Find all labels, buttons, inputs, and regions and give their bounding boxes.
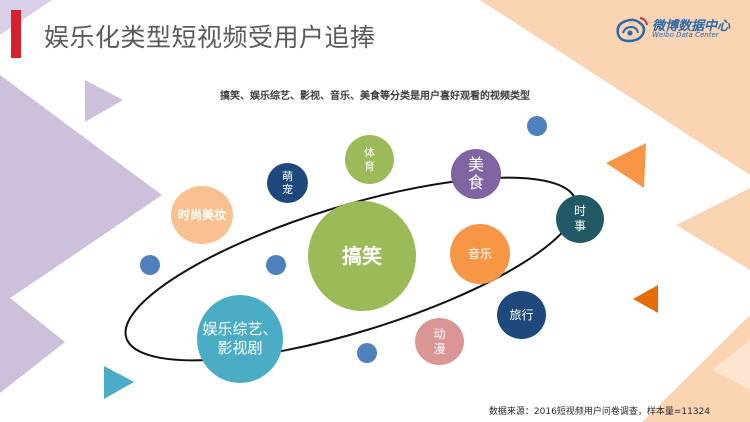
bubble-mengchong: 萌 宠 — [267, 163, 308, 203]
teal-triangle — [104, 366, 134, 399]
bubble-dongman: 动 漫 — [415, 318, 464, 365]
peach-triangle-bottom-inner — [712, 340, 750, 390]
bubble-yinyue: 音乐 — [450, 224, 510, 284]
peach-triangle-bottom — [642, 315, 750, 422]
orange-triangle-1 — [606, 143, 646, 188]
decor-dot — [266, 255, 286, 275]
decor-dot — [527, 116, 547, 136]
bubble-shishang-meizhuang: 时尚美妆 — [171, 186, 233, 244]
decor-dot — [140, 255, 160, 275]
title-accent-bar — [11, 10, 21, 58]
bubble-yule-yingshi: 娱乐综艺、 影视剧 — [197, 295, 283, 383]
page-title: 娱乐化类型短视频受用户追捧 — [44, 23, 376, 52]
logo-subtext: Weibo Data Center — [652, 31, 719, 39]
lilac-triangle-left-small — [85, 80, 123, 122]
weibo-data-center-logo: 微博数据中心 Weibo Data Center — [612, 14, 736, 44]
orange-triangle-2 — [633, 285, 658, 313]
data-source-note: 数据来源：2016短视频用户问卷调查，样本量=11324 — [488, 407, 710, 417]
peach-triangle-right-mid — [676, 188, 750, 270]
logo-text: 微博数据中心 — [652, 19, 731, 34]
bubble-tiyu: 体 育 — [345, 135, 394, 184]
diagram-subtitle: 搞笑、娱乐综艺、影视、音乐、美食等分类是用户喜好观看的视频类型 — [220, 91, 530, 102]
lilac-triangle-left-large — [0, 75, 162, 305]
decor-dot — [357, 343, 377, 363]
weibo-eye-icon — [616, 17, 648, 43]
lilac-triangle-bottom — [0, 290, 65, 393]
peach-triangle-top — [480, 0, 750, 175]
bubble-meishi: 美 食 — [451, 149, 501, 199]
bubble-lvxing: 旅行 — [497, 291, 546, 339]
bubble-gaoxiao: 搞笑 — [308, 201, 416, 311]
bubble-shishi: 时 事 — [556, 195, 604, 243]
